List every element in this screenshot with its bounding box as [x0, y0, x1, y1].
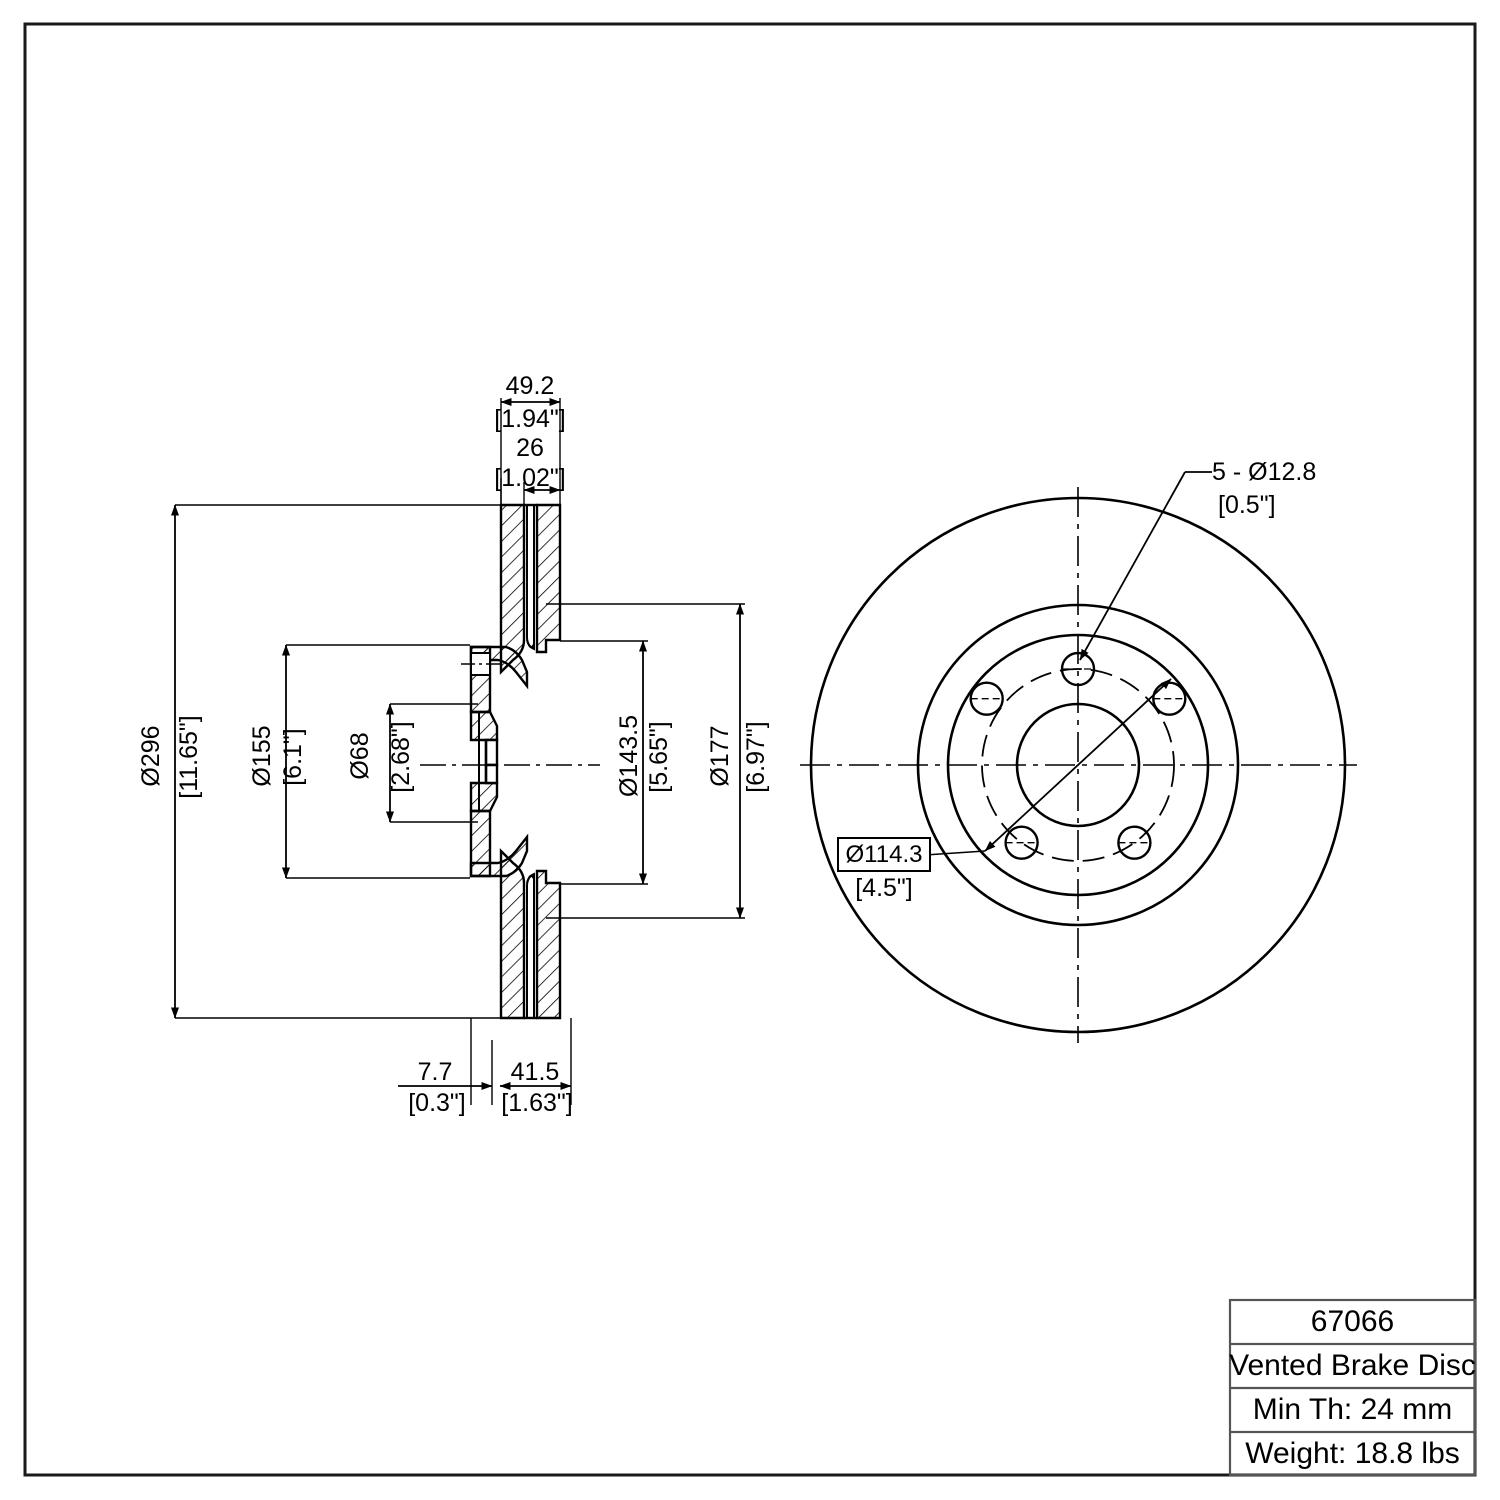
bolt-hole-callout-leader	[1079, 471, 1186, 661]
hat-face-lower	[484, 763, 499, 785]
sheet-border	[23, 22, 1477, 1477]
dim-label-offset-metric: 41.5	[510, 1057, 560, 1086]
title-block-part-number: 67066	[1310, 1305, 1395, 1338]
inner-pad-circle	[946, 633, 1210, 897]
title-block-part-description: Vented Brake Disc	[1229, 1349, 1476, 1382]
right-dimensions	[546, 603, 745, 919]
hat-flange-taper-upper	[469, 710, 499, 742]
dim-label-hat-height-imperial: [0.3"]	[408, 1088, 466, 1117]
top-dimensions	[500, 398, 561, 505]
dim-label-bolt-holes-imperial: [0.5"]	[1218, 490, 1276, 519]
title-block-frame	[1228, 1298, 1477, 1477]
dim-label-vent-band-imperial: [6.97"]	[741, 721, 770, 793]
bottom-dimensions	[398, 1018, 572, 1105]
dim-label-offset-imperial: [1.63"]	[501, 1088, 573, 1117]
dim-label-overall-thickness-imperial: [1.94"]	[494, 404, 566, 433]
dim-label-bolt-circle-imperial: [4.5"]	[855, 873, 913, 902]
dim-label-hat-height-metric: 7.7	[417, 1057, 453, 1086]
dim-label-center-bore-imperial: [2.68"]	[386, 721, 415, 793]
left-dimensions	[171, 504, 500, 1019]
dim-label-inner-pad-imperial: [5.65"]	[644, 721, 673, 793]
vent-root-lower	[526, 874, 535, 884]
dim-label-overall-thickness-metric: 49.2	[505, 371, 555, 400]
vent-root-upper	[526, 639, 535, 649]
title-block-min-thickness: Min Th: 24 mm	[1252, 1393, 1453, 1426]
dim-label-center-bore-metric: Ø68	[345, 732, 374, 780]
bolt-circle-dim-box	[837, 837, 931, 872]
outer-diameter-circle	[809, 496, 1347, 1034]
rotor-outboard-plate-lower	[535, 869, 562, 1020]
dim-label-bolt-holes-metric: 5 - Ø12.8	[1212, 457, 1317, 486]
dim-label-inner-pad-metric: Ø143.5	[614, 715, 643, 798]
dim-label-bolt-circle-metric: Ø114.3	[845, 840, 923, 868]
dim-label-disc-thickness-imperial: [1.02"]	[494, 463, 566, 492]
hat-wall-lower	[469, 809, 492, 878]
title-block-weight: Weight: 18.8 lbs	[1245, 1436, 1460, 1470]
front-view	[800, 471, 1357, 1043]
vent-band-circle	[916, 603, 1240, 927]
dim-label-outer-diameter-imperial: [11.65"]	[174, 715, 203, 799]
rotor-outboard-plate-upper	[535, 503, 562, 654]
bolt-circle-leader	[924, 850, 986, 856]
dim-label-disc-thickness-metric: 26	[516, 433, 544, 462]
vent-gap-lower	[526, 872, 535, 1018]
dim-label-hat-diameter-imperial: [6.1"]	[278, 728, 307, 786]
hat-flange-taper-lower	[469, 781, 499, 813]
hat-face-upper	[484, 738, 499, 767]
dim-label-hat-diameter-metric: Ø155	[247, 725, 276, 787]
vent-gap-upper	[526, 505, 535, 651]
dim-label-vent-band-metric: Ø177	[705, 725, 734, 787]
section-view	[420, 503, 600, 1020]
bolt-circle-dim-line	[984, 678, 1172, 852]
dim-label-outer-diameter-metric: Ø296	[136, 725, 165, 787]
